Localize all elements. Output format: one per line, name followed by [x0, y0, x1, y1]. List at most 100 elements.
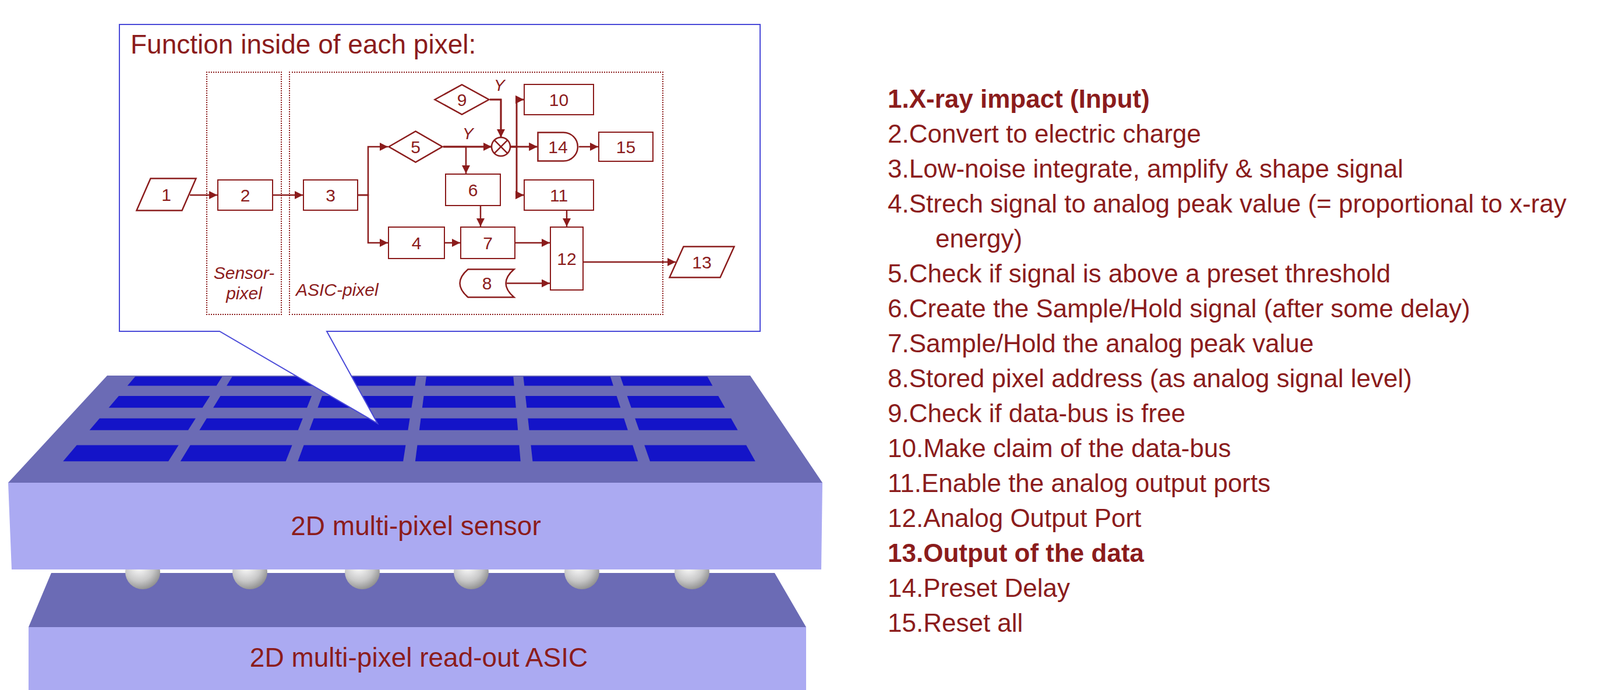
process-box: 15: [598, 131, 654, 162]
asic-front-face: [28, 627, 807, 690]
step-description: 12.Analog Output Port: [887, 500, 1596, 536]
callout-number: 3: [325, 185, 336, 206]
region-label: Sensor-pixel: [208, 263, 280, 304]
pixel-pad: [62, 445, 179, 462]
sensor-top-face: [8, 375, 823, 483]
legend-list: 1.X-ray impact (Input)2.Convert to elect…: [887, 81, 1596, 641]
connector-arrow: [358, 146, 388, 196]
sensor-pixel-region: Sensor-pixel 2: [206, 71, 282, 316]
pixel-pads: [62, 376, 756, 462]
decision-outline: [435, 85, 490, 115]
connector-arrow: [443, 146, 466, 174]
pixel-pad: [309, 418, 410, 431]
sensor-front-face: [8, 482, 823, 570]
step-description: 9.Check if data-bus is free: [887, 396, 1596, 432]
step-description: 1.X-ray impact (Input): [887, 81, 1596, 117]
pixel-pad: [527, 418, 628, 431]
step-description: 15.Reset all: [887, 605, 1596, 641]
panel-title: Function inside of each pixel:: [130, 29, 761, 60]
step-description: 7.Sample/Hold the analog peak value: [887, 326, 1596, 362]
callout-number: 12: [556, 249, 577, 269]
parallelogram-outline: [136, 178, 197, 211]
step-description: 8.Stored pixel address (as analog signal…: [887, 361, 1596, 397]
decision-outline: [389, 131, 443, 163]
region-label: ASIC-pixel: [295, 280, 662, 301]
step-description: 2.Convert to electric charge: [887, 116, 1596, 152]
pixel-pad: [89, 418, 196, 431]
stored-data-shape: 8: [458, 268, 515, 299]
pixel-pad: [627, 396, 726, 408]
process-box: 11: [523, 179, 595, 211]
callout-number: 5: [410, 137, 421, 157]
callout-number: 13: [691, 252, 712, 273]
callout-outline: [119, 24, 761, 424]
callout-number: 14: [548, 137, 568, 157]
pixel-pad: [634, 418, 738, 431]
callout-number: 10: [549, 90, 569, 110]
process-box: 10: [523, 83, 595, 116]
process-box: 4: [387, 226, 445, 260]
layer-label: 2D multi-pixel read-out ASIC: [249, 641, 588, 674]
junction-cross: [494, 140, 508, 154]
connector-arrow: [515, 242, 550, 245]
step-description: 10.Make claim of the data-bus: [887, 431, 1596, 466]
callout-number: 7: [482, 233, 493, 253]
connector-arrow: [479, 206, 482, 227]
pixel-pad: [127, 376, 223, 387]
step-description: 6.Create the Sample/Hold signal (after s…: [887, 291, 1596, 327]
pixel-pad: [523, 376, 614, 387]
connector-arrow: [566, 210, 568, 227]
callout-number: 2: [240, 185, 251, 206]
process-box: 12: [549, 226, 584, 291]
connector-arrow: [583, 261, 676, 264]
connector-arrow: [506, 282, 550, 285]
decision-diamond: 9: [433, 83, 490, 116]
pixel-pad: [419, 418, 518, 431]
output-parallelogram: 13: [668, 245, 736, 279]
parallelogram-outline: [669, 246, 735, 278]
decision-diamond: 5: [387, 130, 444, 164]
step-description: 13.Output of the data: [887, 535, 1596, 571]
branch-label: Y: [493, 77, 505, 94]
delay-outline: [538, 132, 578, 162]
asic-pixel-region: ASIC-pixel 3 9 10 5 14 15 6 11 4 7 12 8: [288, 71, 664, 316]
stored-data-outline: [460, 269, 515, 298]
callout-number: 15: [616, 137, 636, 157]
process-box: 2: [217, 179, 274, 211]
pixel-pad: [525, 396, 621, 408]
pixel-pad: [425, 376, 515, 387]
pixel-pad: [180, 445, 293, 462]
process-box: 3: [302, 179, 359, 211]
delay-shape: 14: [537, 131, 579, 162]
pixel-pad: [530, 445, 638, 462]
process-box: 6: [444, 173, 501, 207]
callout-number: 9: [457, 90, 468, 110]
layer-label: 2D multi-pixel sensor: [290, 510, 541, 543]
callout-panel: Function inside of each pixel:1Sensor-pi…: [119, 24, 761, 332]
pixel-pad: [199, 418, 303, 431]
pixel-pad: [422, 396, 517, 408]
callout-number: 8: [482, 273, 493, 293]
input-parallelogram: 1: [135, 177, 197, 212]
connector-arrow: [189, 194, 218, 197]
pixel-pad: [297, 445, 406, 462]
process-box: 7: [460, 226, 516, 260]
step-description: 4.Strech signal to analog peak value (= …: [887, 186, 1596, 257]
junction-symbol: [491, 137, 511, 157]
pixel-pad: [620, 376, 713, 387]
connector-arrow: [273, 194, 303, 197]
connector-arrow: [578, 146, 599, 148]
step-description: 14.Preset Delay: [887, 570, 1596, 606]
pixel-pad: [415, 445, 521, 462]
step-description: 3.Low-noise integrate, amplify & shape s…: [887, 151, 1596, 187]
step-description: 5.Check if signal is above a preset thre…: [887, 256, 1596, 292]
connector-arrow: [358, 195, 388, 243]
sensor-layer: 2D multi-pixel sensor: [13, 485, 818, 568]
arrowhead: [483, 142, 492, 151]
callout-number: 4: [411, 233, 422, 253]
connector-arrow: [444, 242, 461, 245]
step-description: 11.Enable the analog output ports: [887, 465, 1596, 501]
